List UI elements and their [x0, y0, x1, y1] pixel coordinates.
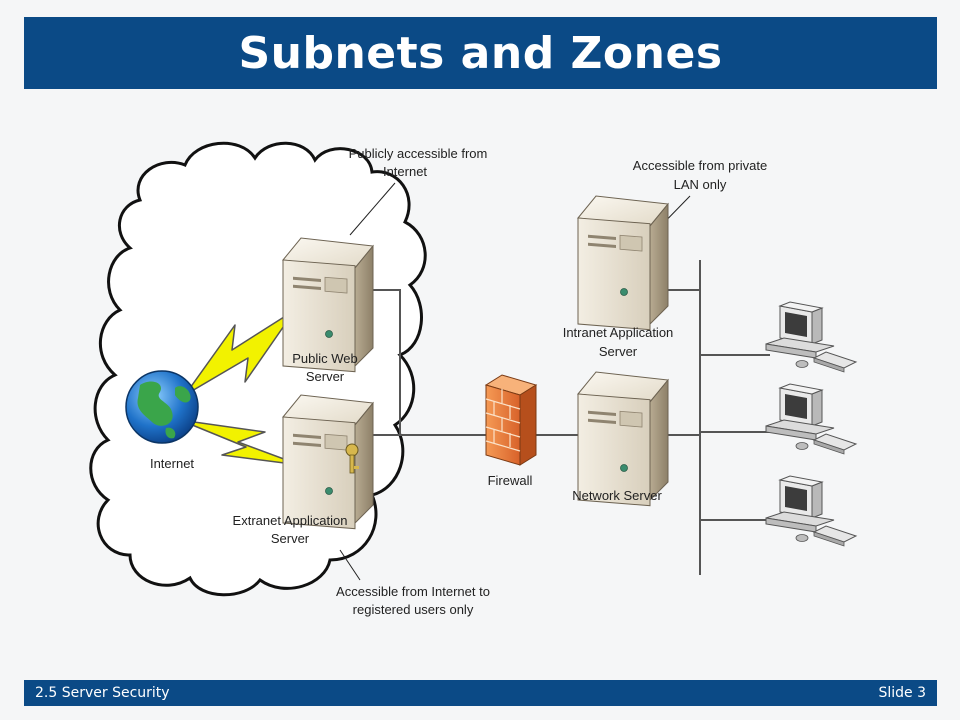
label-public-web-server-line1: Public Web	[292, 351, 358, 366]
callout-public-line2: Internet	[383, 164, 427, 179]
label-internet: Internet	[150, 456, 194, 471]
firewall-icon	[484, 374, 538, 466]
key-icon	[345, 443, 359, 474]
title-bar: Subnets and Zones	[24, 17, 937, 89]
workstation-icon	[765, 383, 857, 455]
label-public-web-server-line2: Server	[306, 369, 345, 384]
extranet-server-icon	[282, 394, 374, 530]
label-network-server: Network Server	[572, 488, 662, 503]
label-intranet-server-line1: Intranet Application	[563, 325, 674, 340]
callout-private-line2: LAN only	[674, 177, 727, 192]
workstation-icon	[765, 475, 857, 547]
network-server-icon	[577, 371, 669, 507]
callout-public-line1: Publicly accessible from	[349, 146, 488, 161]
workstation-icon	[765, 301, 857, 373]
label-extranet-server-line2: Server	[271, 531, 310, 546]
label-firewall: Firewall	[488, 473, 533, 488]
intranet-server-icon	[577, 195, 669, 331]
callout-leader-public	[349, 182, 396, 236]
network-links	[372, 260, 770, 575]
globe-icon	[125, 370, 199, 444]
callout-registered-line1: Accessible from Internet to	[336, 584, 490, 599]
footer-section-title: 2.5 Server Security	[35, 685, 170, 701]
footer-bar: 2.5 Server Security Slide 3	[24, 680, 937, 706]
label-extranet-server-line1: Extranet Application	[233, 513, 348, 528]
slide-title: Subnets and Zones	[238, 27, 723, 79]
callout-registered-line2: registered users only	[353, 602, 474, 617]
slide-number: Slide 3	[878, 685, 926, 701]
label-intranet-server-line2: Server	[599, 344, 638, 359]
callout-leader-registered	[339, 549, 361, 581]
callout-private-line1: Accessible from private	[633, 158, 767, 173]
